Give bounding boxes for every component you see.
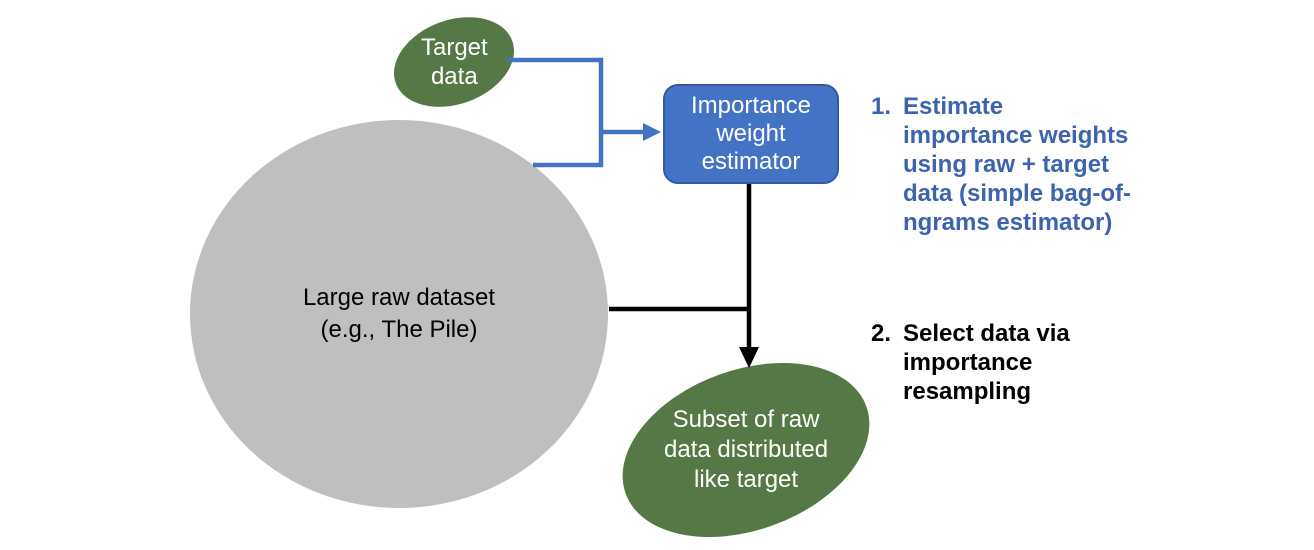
target-data-label: Target data (420, 34, 488, 91)
raw-dataset-label: Large raw dataset (e.g., The Pile) (302, 284, 496, 343)
step-item-2: 2. Select data via importance resampling (871, 319, 1201, 406)
blue-connector-lines (508, 57, 645, 168)
step-item-1: 1. Estimate importance weights using raw… (871, 92, 1201, 237)
subset-label: Subset of raw data distributed like targ… (663, 406, 829, 494)
step-text: Estimate importance weights using raw + … (903, 93, 1132, 236)
importance-weight-estimator-label: Importance weight estimator (690, 92, 812, 175)
black-connector-lines (609, 184, 752, 350)
subset-ellipse: Subset of raw data distributed like targ… (598, 331, 894, 550)
target-data-ellipse: Target data (381, 1, 527, 123)
step-number: 1. (871, 93, 892, 120)
step-number: 2. (871, 320, 892, 347)
step-text: Select data via importance resampling (903, 320, 1070, 405)
blue-arrow-head (643, 123, 661, 141)
importance-weight-estimator-box: Importance weight estimator (663, 84, 839, 184)
raw-dataset-circle: Large raw dataset (e.g., The Pile) (190, 120, 608, 508)
